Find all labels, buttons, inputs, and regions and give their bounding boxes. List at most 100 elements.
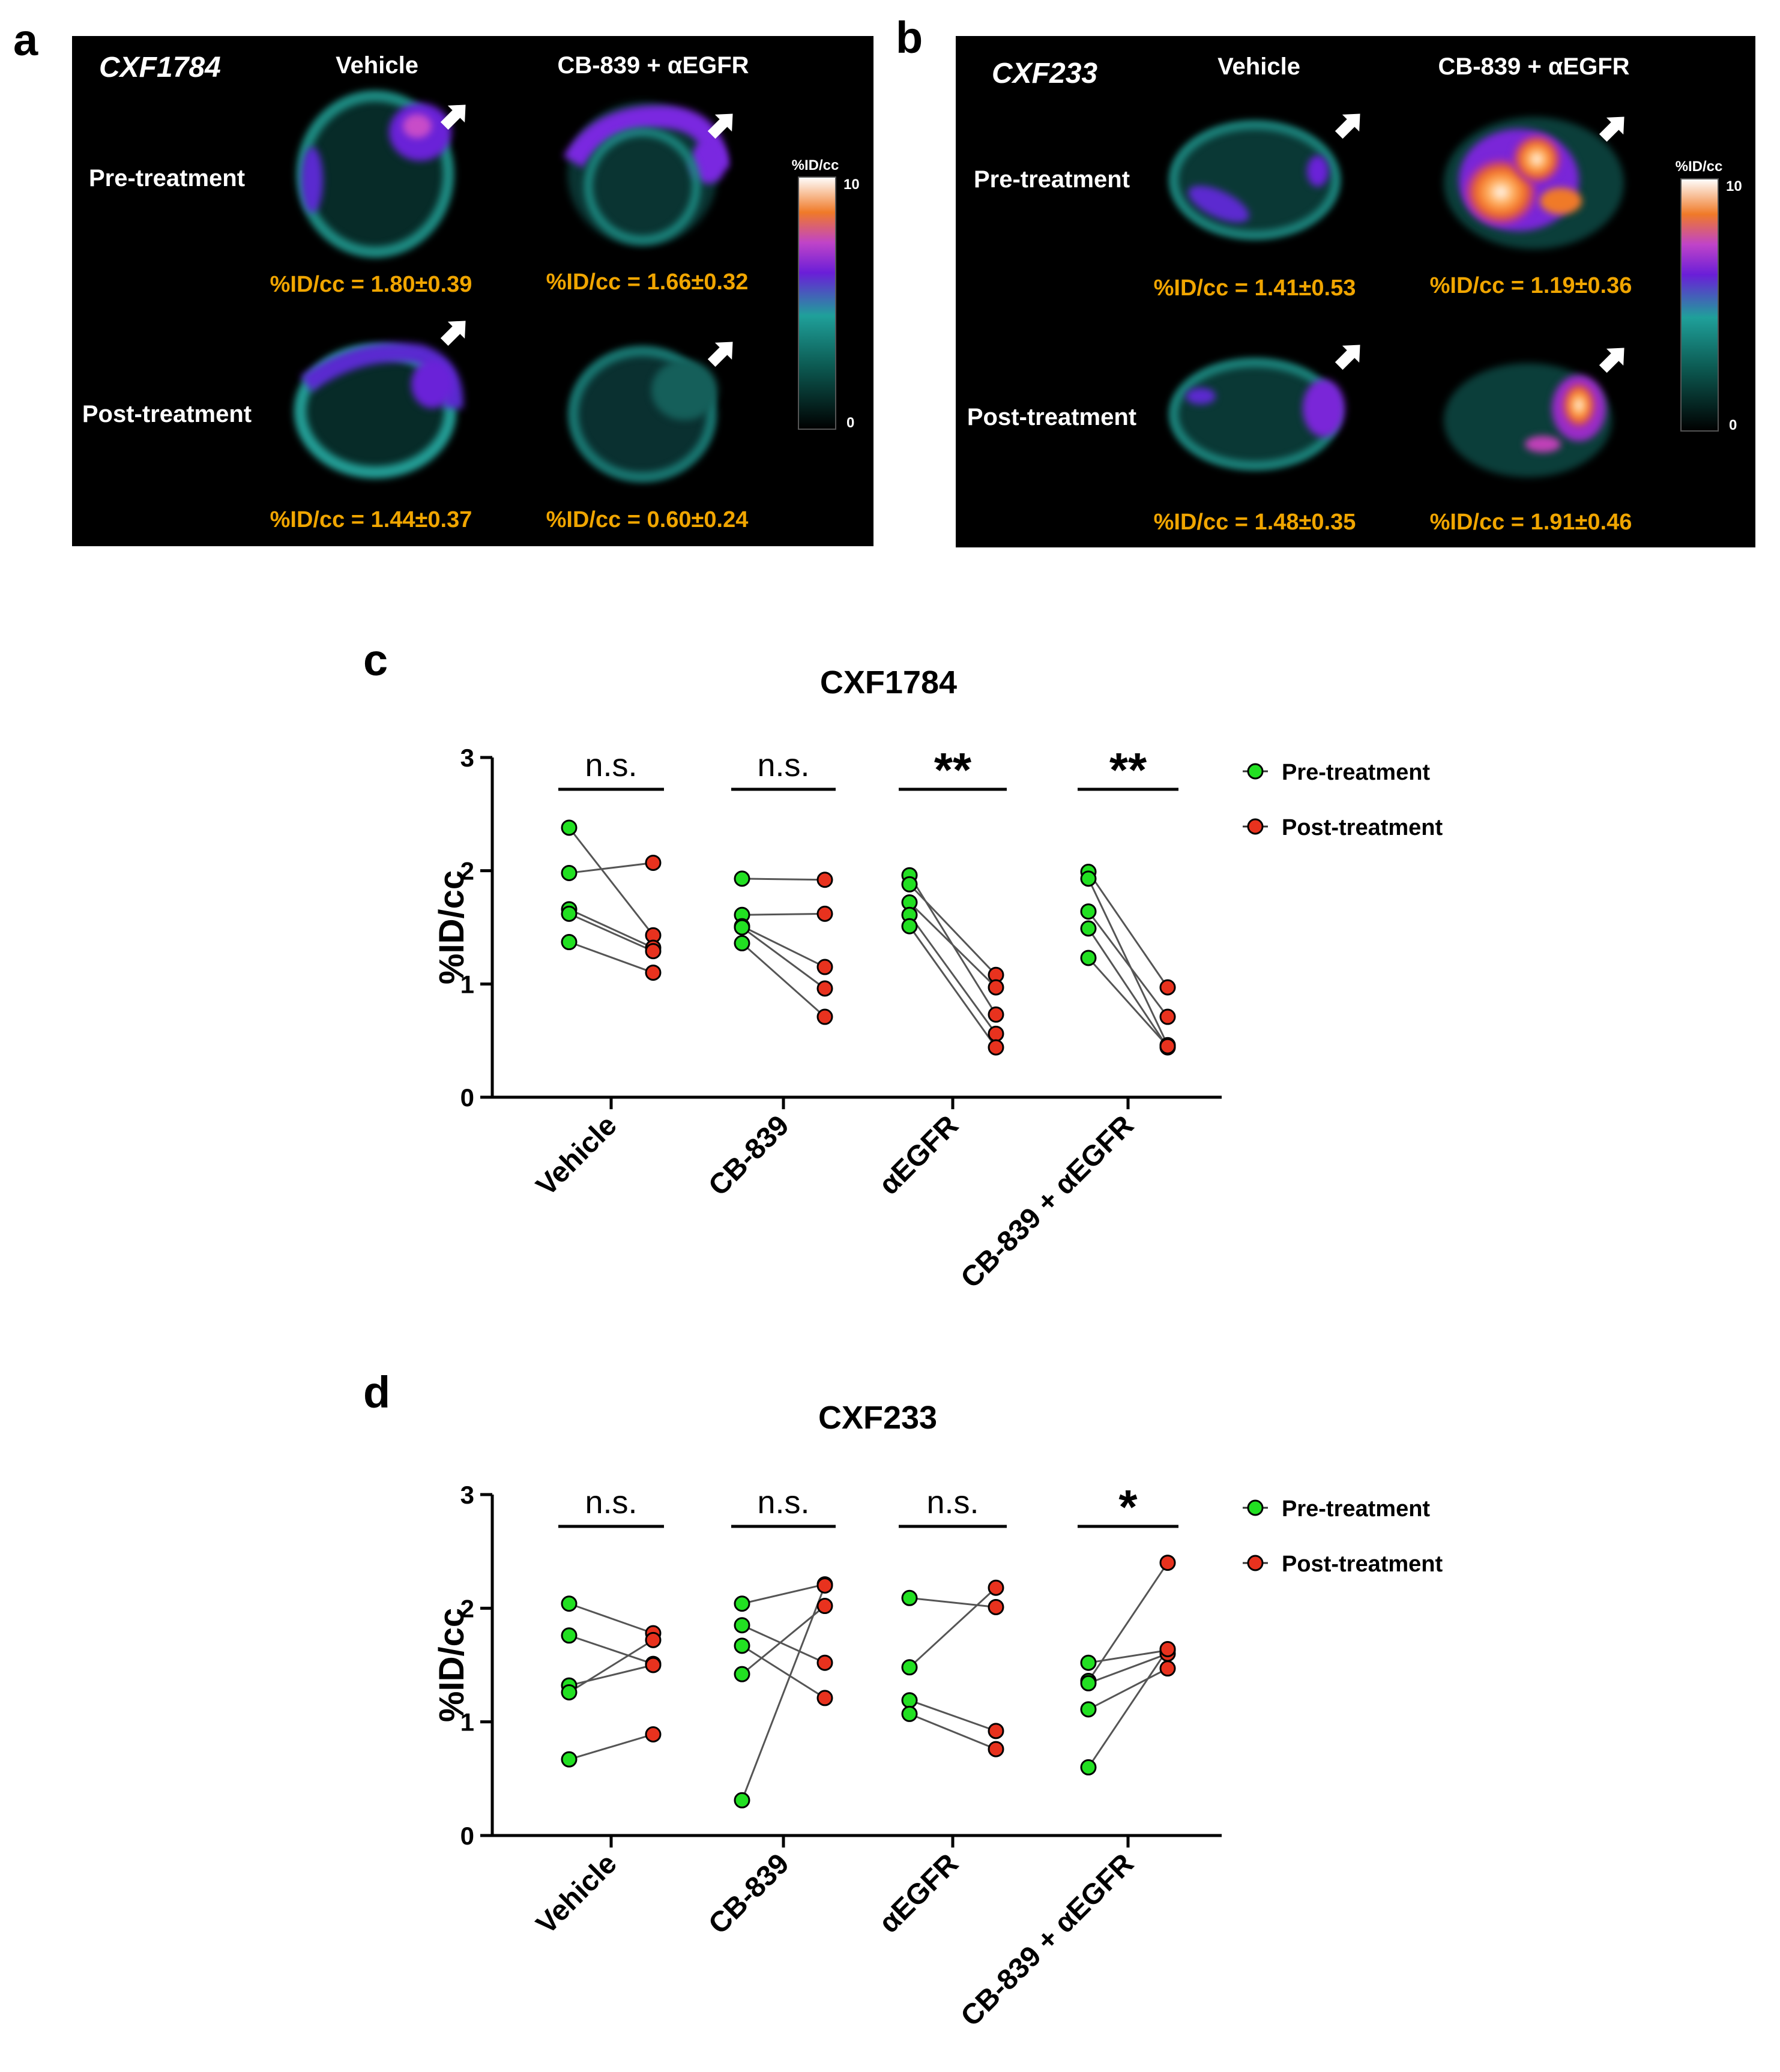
- pair-line: [908, 884, 997, 976]
- arrow-icon: [1599, 116, 1625, 142]
- pre-treatment-point: [901, 1589, 918, 1606]
- pair-line: [741, 1583, 825, 1605]
- pre-treatment-point: [1080, 920, 1097, 937]
- pet-image-panel-a: [72, 36, 873, 546]
- pre-treatment-point: [1080, 1701, 1097, 1718]
- pair-line: [909, 1699, 997, 1732]
- value-label-a-combo-post: %ID/cc = 0.60±0.24: [546, 507, 749, 532]
- pair-line: [569, 1639, 654, 1693]
- significance-label: *: [1118, 1480, 1138, 1534]
- pre-treatment-point: [734, 1617, 750, 1634]
- row-label-pre: Pre-treatment: [89, 165, 245, 191]
- post-treatment-point: [988, 1579, 1004, 1596]
- pet-scan-vehicle-post: [1169, 358, 1345, 470]
- row-label-pre: Pre-treatment: [974, 166, 1130, 193]
- legend-label: Post-treatment: [1282, 1552, 1443, 1577]
- pre-treatment-point: [1080, 1675, 1097, 1691]
- arrow-icon: [440, 321, 466, 346]
- pair-line: [741, 1624, 825, 1664]
- x-tick-label: αEGFR: [873, 1109, 965, 1201]
- pair-line: [1087, 928, 1169, 1048]
- post-treatment-point: [645, 964, 662, 981]
- colorbar-label: %ID/cc: [1676, 158, 1723, 175]
- value-label-a-vehicle-pre: %ID/cc = 1.80±0.39: [270, 272, 472, 297]
- post-treatment-point: [988, 1723, 1004, 1739]
- pair-line: [741, 912, 825, 916]
- model-label-b: CXF233: [992, 58, 1097, 89]
- y-tick-label: 3: [460, 744, 474, 772]
- pair-line: [1087, 1562, 1169, 1682]
- pre-treatment-point: [734, 870, 750, 887]
- pre-treatment-point: [561, 864, 578, 881]
- legend-label: Post-treatment: [1282, 815, 1443, 840]
- significance-label: n.s.: [757, 1484, 809, 1520]
- pair-line: [1087, 878, 1169, 1046]
- arrow-icon: [707, 342, 733, 367]
- significance-label: n.s.: [585, 1484, 637, 1520]
- pair-line: [569, 1664, 654, 1687]
- post-treatment-point: [816, 1598, 833, 1615]
- post-treatment-point: [816, 1690, 833, 1706]
- legend-marker: [1247, 818, 1264, 835]
- pair-line: [569, 1733, 654, 1760]
- pair-line: [741, 926, 825, 990]
- colorbar-max: 10: [843, 176, 860, 193]
- pair-line: [741, 942, 825, 1018]
- x-tick-label: CB-839: [702, 1848, 795, 1940]
- pet-scan-vehicle-post: [294, 343, 463, 478]
- pre-treatment-point: [561, 1751, 578, 1768]
- chart-area-d: 0123%ID/ccVehiclen.s.CB-839n.s.αEGFRn.s.…: [432, 1480, 1443, 2033]
- value-label-b-combo-post: %ID/cc = 1.91±0.46: [1430, 510, 1632, 535]
- value-label-b-vehicle-post: %ID/cc = 1.48±0.35: [1154, 510, 1356, 535]
- x-tick-label: CB-839 + αEGFR: [955, 1109, 1140, 1294]
- chart-title-d: CXF233: [818, 1400, 937, 1436]
- panel-letter-d: d: [363, 1367, 390, 1417]
- pre-treatment-point: [561, 1595, 578, 1612]
- pair-line: [741, 1585, 826, 1801]
- arrow-icon: [1599, 348, 1625, 373]
- pre-treatment-point: [901, 1705, 918, 1722]
- pair-line: [569, 861, 654, 874]
- colorbar-b: %ID/cc 10 0: [1676, 158, 1742, 433]
- panel-letter-c: c: [363, 635, 388, 685]
- pre-treatment-point: [1080, 1654, 1097, 1671]
- y-tick-label: 2: [460, 1594, 474, 1622]
- post-treatment-point: [645, 1657, 662, 1673]
- pair-line: [569, 941, 654, 974]
- row-label-post: Post-treatment: [967, 404, 1136, 430]
- post-treatment-point: [645, 1726, 662, 1742]
- pair-line: [908, 926, 997, 1048]
- pre-treatment-point: [901, 876, 918, 893]
- pair-line: [909, 1597, 997, 1608]
- pre-treatment-point: [734, 1637, 750, 1654]
- pre-treatment-point: [901, 1692, 918, 1709]
- pre-treatment-point: [561, 905, 578, 922]
- column-label-combo: CB-839 + αEGFR: [1438, 53, 1629, 80]
- colorbar-a: %ID/cc 10 0: [792, 157, 860, 431]
- colorbar-max: 10: [1726, 178, 1742, 194]
- pre-treatment-point: [561, 1684, 578, 1700]
- column-label-vehicle: Vehicle: [1217, 53, 1300, 80]
- pair-line: [1087, 911, 1169, 1017]
- post-treatment-point: [816, 1577, 833, 1594]
- chart-d: d CXF233 0123%ID/ccVehiclen.s.CB-839n.s.…: [363, 1367, 1443, 2033]
- pet-scan-combo-pre: [1444, 117, 1624, 249]
- pet-scan-combo-pre: [563, 102, 729, 246]
- pet-scan-vehicle-pre: [1169, 121, 1340, 239]
- legend-label: Pre-treatment: [1282, 1496, 1430, 1522]
- x-tick-label: Vehicle: [530, 1109, 623, 1202]
- pair-line: [1087, 957, 1169, 1047]
- colorbar-min: 0: [1729, 417, 1737, 433]
- y-tick-label: 0: [460, 1083, 474, 1112]
- significance-label: n.s.: [926, 1484, 979, 1520]
- post-treatment-point: [816, 905, 833, 922]
- pre-treatment-point: [734, 1595, 750, 1612]
- pair-line: [1088, 1667, 1168, 1711]
- pair-line: [569, 1603, 654, 1634]
- y-tick-label: 1: [460, 970, 474, 998]
- post-treatment-point: [1159, 1008, 1176, 1025]
- chart-area-c: 0123%ID/ccVehiclen.s.CB-839n.s.αEGFR**CB…: [432, 743, 1443, 1295]
- pre-treatment-point: [734, 1792, 750, 1808]
